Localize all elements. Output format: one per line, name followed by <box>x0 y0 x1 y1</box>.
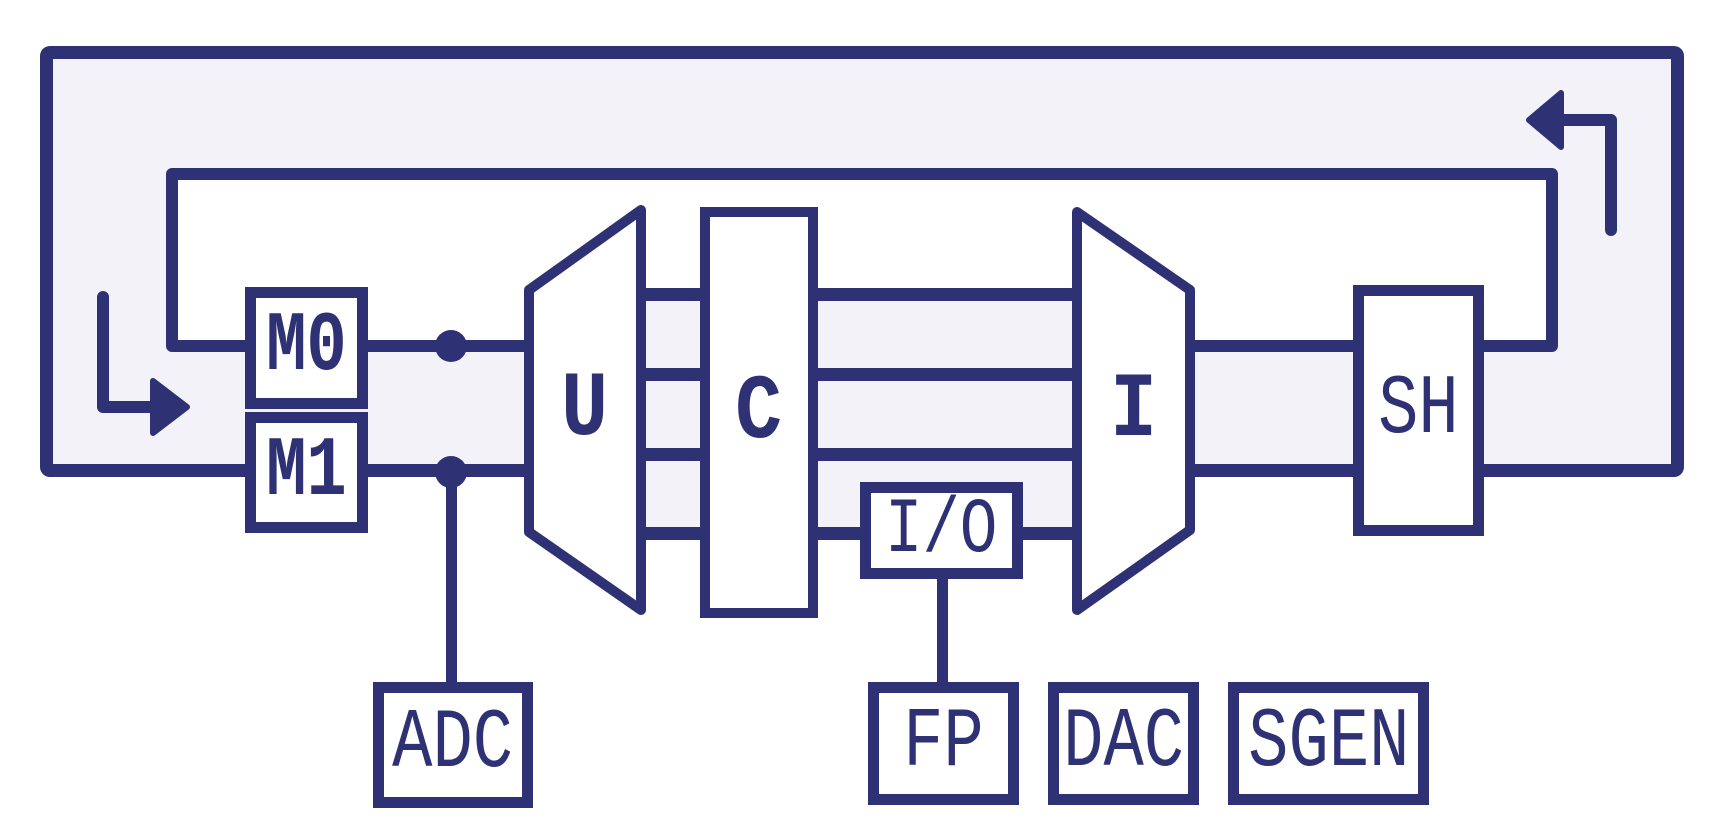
fp-connector <box>937 573 948 687</box>
block-sh: SH <box>1353 285 1484 536</box>
block-dac-label: DAC <box>1063 695 1185 791</box>
block-sh-label: SH <box>1378 362 1459 458</box>
demux-i-shape <box>1072 207 1195 615</box>
inner-feedback-frame <box>166 168 1558 352</box>
block-fp: FP <box>868 682 1019 805</box>
block-c-label: C <box>735 359 783 465</box>
exit-arrow-icon <box>1526 90 1617 236</box>
block-c: C <box>700 207 818 618</box>
mux-u-shape <box>524 205 646 615</box>
block-m0-label: M0 <box>266 300 347 395</box>
block-sgen: SGEN <box>1228 682 1429 805</box>
block-dac: DAC <box>1048 682 1199 805</box>
block-m0: M0 <box>245 287 368 409</box>
block-adc: ADC <box>373 682 533 808</box>
adc-connector <box>446 472 457 687</box>
block-io: I/O <box>860 482 1023 579</box>
block-adc-label: ADC <box>392 697 514 792</box>
block-m1: M1 <box>245 412 368 533</box>
block-fp-label: FP <box>903 695 984 791</box>
block-m1-label: M1 <box>266 424 347 520</box>
block-sgen-label: SGEN <box>1247 695 1410 791</box>
block-io-label: I/O <box>885 486 998 575</box>
enter-arrow-icon <box>97 291 190 436</box>
junction-dot <box>435 330 467 362</box>
